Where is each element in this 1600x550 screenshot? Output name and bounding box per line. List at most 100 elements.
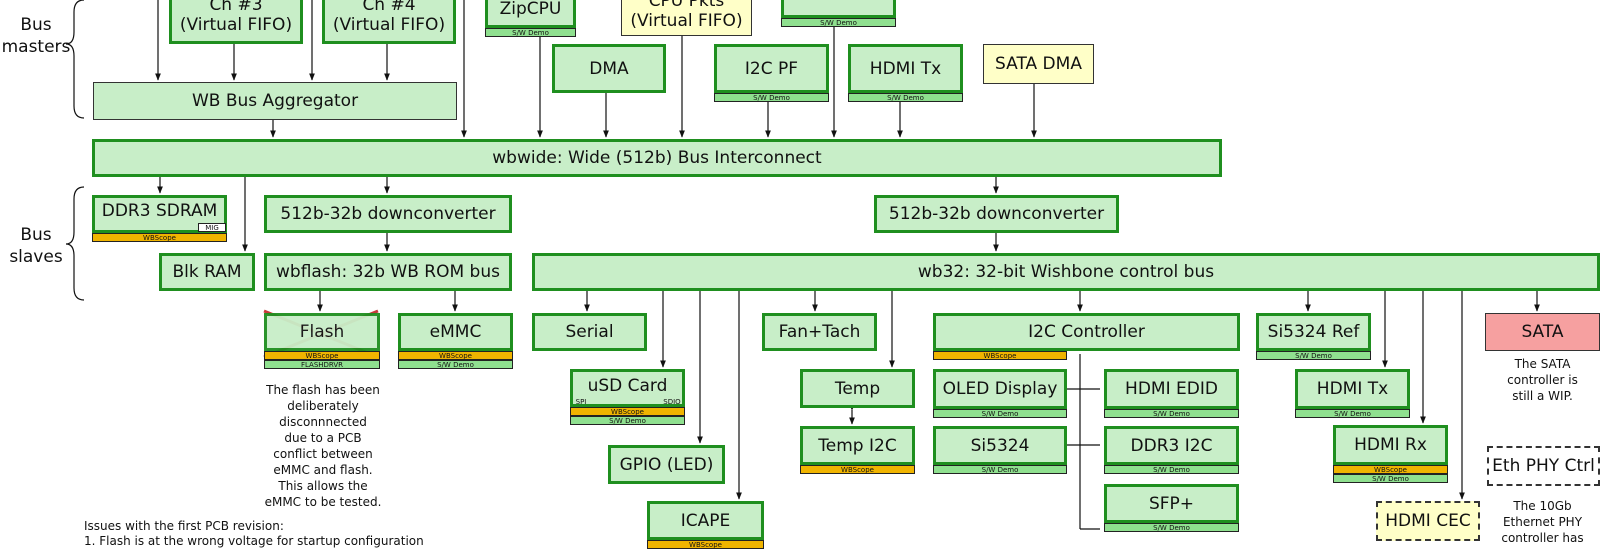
- usd-sw-demo-tag: S/W Demo: [570, 416, 685, 425]
- ddr3i2c-box: DDR3 I2C: [1104, 426, 1239, 465]
- flash-note-text: The flash has been deliberately disconnn…: [264, 383, 382, 509]
- sfp-sw-demo-tag: S/W Demo: [1104, 523, 1239, 532]
- flash-flashdrvr-tag: FLASHDRVR: [264, 360, 380, 369]
- i2cctrl-wbscope-tag: WBScope: [933, 351, 1067, 360]
- hdmitx-slave-box: HDMI Tx: [1295, 369, 1410, 409]
- hdmitx-master-box: HDMI Tx: [848, 44, 963, 93]
- hdmiedid-sw-demo-tag: S/W Demo: [1104, 409, 1239, 418]
- emmc-wbscope-tag: WBScope: [398, 351, 513, 360]
- fantach-label: Fan+Tach: [778, 322, 861, 342]
- gpio-label: GPIO (LED): [619, 454, 714, 475]
- tempi2c-label: Temp I2C: [818, 435, 897, 456]
- slaves-text: Bus slaves: [9, 225, 63, 267]
- eth-note-text: The 10Gb Ethernet PHY controller has: [1501, 499, 1584, 545]
- hdmitx-slave-sw-demo-tag: S/W Demo: [1295, 409, 1410, 418]
- si5324-box: Si5324: [933, 426, 1067, 465]
- top-right-master-box: [781, 0, 896, 18]
- ddr3i2c-label: DDR3 I2C: [1130, 435, 1213, 456]
- sata-note-text: The SATA controller is still a WIP.: [1507, 357, 1578, 403]
- sfp-box: SFP+: [1104, 484, 1239, 523]
- oled-box: OLED Display: [933, 369, 1067, 409]
- masters-label: Bus masters: [0, 14, 72, 58]
- down2-label: 512b-32b downconverter: [888, 204, 1105, 224]
- ddr3i2c-sw-demo-tag: S/W Demo: [1104, 465, 1239, 474]
- wbflash-box: wbflash: 32b WB ROM bus: [264, 253, 512, 291]
- dma-box: DMA: [552, 44, 666, 93]
- usd-sdio-tag: SDIO: [663, 398, 681, 406]
- hdmicec-label: HDMI CEC: [1385, 511, 1471, 531]
- i2cpf-sw-demo-tag: S/W Demo: [714, 93, 829, 102]
- tempi2c-wbscope-tag: WBScope: [800, 465, 915, 474]
- oled-sw-demo-tag: S/W Demo: [933, 409, 1067, 418]
- satadma-label: SATA DMA: [995, 54, 1082, 74]
- si5324ref-sw-demo-tag: S/W Demo: [1256, 351, 1371, 360]
- hdmiedid-box: HDMI EDID: [1104, 369, 1239, 409]
- ch4-label: Ch #4 (Virtual FIFO): [332, 0, 446, 35]
- hdmicec-box: HDMI CEC: [1376, 501, 1480, 541]
- wb32-label: wb32: 32-bit Wishbone control bus: [917, 262, 1215, 282]
- ddr3-wbscope-tag: WBScope: [92, 233, 227, 242]
- serial-box: Serial: [532, 313, 647, 351]
- sata-label: SATA: [1521, 322, 1564, 342]
- dma-label: DMA: [589, 58, 629, 79]
- down1-box: 512b-32b downconverter: [264, 195, 512, 233]
- cpupkts-box: CPU Pkts (Virtual FIFO): [621, 0, 752, 36]
- zipcpu-label: ZipCPU: [499, 0, 562, 19]
- sata-box: SATA: [1485, 313, 1600, 351]
- aggregator-box: WB Bus Aggregator: [93, 82, 457, 120]
- tempi2c-box: Temp I2C: [800, 426, 915, 465]
- wb32-box: wb32: 32-bit Wishbone control bus: [532, 253, 1600, 291]
- usd-spi-tag: SPI: [575, 398, 587, 406]
- cpupkts-label: CPU Pkts (Virtual FIFO): [630, 0, 743, 31]
- flash-box: Flash: [264, 313, 380, 351]
- serial-label: Serial: [565, 322, 614, 342]
- ch3-box: Ch #3 (Virtual FIFO): [169, 0, 303, 44]
- masters-text: Bus masters: [1, 15, 71, 57]
- hdmitx-master-sw-demo-tag: S/W Demo: [848, 93, 963, 102]
- usd-wbscope-tag: WBScope: [570, 407, 685, 416]
- ddr3-mig-tag: MIG: [198, 223, 226, 232]
- temp-box: Temp: [800, 369, 915, 408]
- masters-brace: [65, 0, 85, 119]
- hdmitx-master-label: HDMI Tx: [869, 58, 942, 79]
- i2cpf-label: I2C PF: [744, 58, 799, 79]
- emmc-sw-demo-tag: S/W Demo: [398, 360, 513, 369]
- ethphy-label: Eth PHY Ctrl: [1492, 456, 1595, 476]
- si5324ref-box: Si5324 Ref: [1256, 313, 1371, 351]
- icape-label: ICAPE: [680, 510, 731, 531]
- ch4-box: Ch #4 (Virtual FIFO): [322, 0, 456, 44]
- sfp-label: SFP+: [1148, 493, 1195, 514]
- gpio-box: GPIO (LED): [608, 445, 725, 484]
- wbwide-box: wbwide: Wide (512b) Bus Interconnect: [92, 139, 1222, 177]
- usd-label: uSD Card: [587, 376, 668, 396]
- wbflash-label: wbflash: 32b WB ROM bus: [276, 262, 500, 282]
- icape-box: ICAPE: [647, 501, 764, 540]
- flash-wbscope-tag: WBScope: [264, 351, 380, 360]
- hdmirx-sw-demo-tag: S/W Demo: [1333, 474, 1448, 483]
- slaves-brace: [65, 186, 85, 301]
- blkram-box: Blk RAM: [159, 253, 255, 291]
- icape-wbscope-tag: WBScope: [647, 540, 764, 549]
- down2-box: 512b-32b downconverter: [874, 195, 1119, 233]
- hdmirx-wbscope-tag: WBScope: [1333, 465, 1448, 474]
- emmc-box: eMMC: [398, 313, 513, 351]
- ch3-label: Ch #3 (Virtual FIFO): [179, 0, 293, 35]
- ethphy-box: Eth PHY Ctrl: [1487, 446, 1600, 486]
- flash-note: The flash has been deliberately disconnn…: [248, 382, 398, 510]
- wbwide-label: wbwide: Wide (512b) Bus Interconnect: [492, 148, 822, 168]
- issues-note-text: Issues with the first PCB revision: 1. F…: [84, 519, 424, 548]
- zipcpu-sw-demo-tag: S/W Demo: [485, 28, 576, 37]
- si5324-label: Si5324: [970, 435, 1030, 456]
- i2cctrl-box: I2C Controller: [933, 313, 1240, 351]
- satadma-box: SATA DMA: [983, 44, 1094, 84]
- hdmirx-box: HDMI Rx: [1333, 425, 1448, 465]
- zipcpu-box: ZipCPU: [485, 0, 576, 28]
- fantach-box: Fan+Tach: [762, 313, 877, 351]
- sata-note: The SATA controller is still a WIP.: [1490, 356, 1595, 404]
- i2cpf-box: I2C PF: [714, 44, 829, 93]
- top-right-master-sw-demo-tag: S/W Demo: [781, 18, 896, 27]
- slaves-label: Bus slaves: [4, 224, 68, 268]
- emmc-label: eMMC: [429, 322, 482, 342]
- hdmitx-slave-label: HDMI Tx: [1316, 379, 1389, 399]
- flash-label: Flash: [299, 322, 345, 342]
